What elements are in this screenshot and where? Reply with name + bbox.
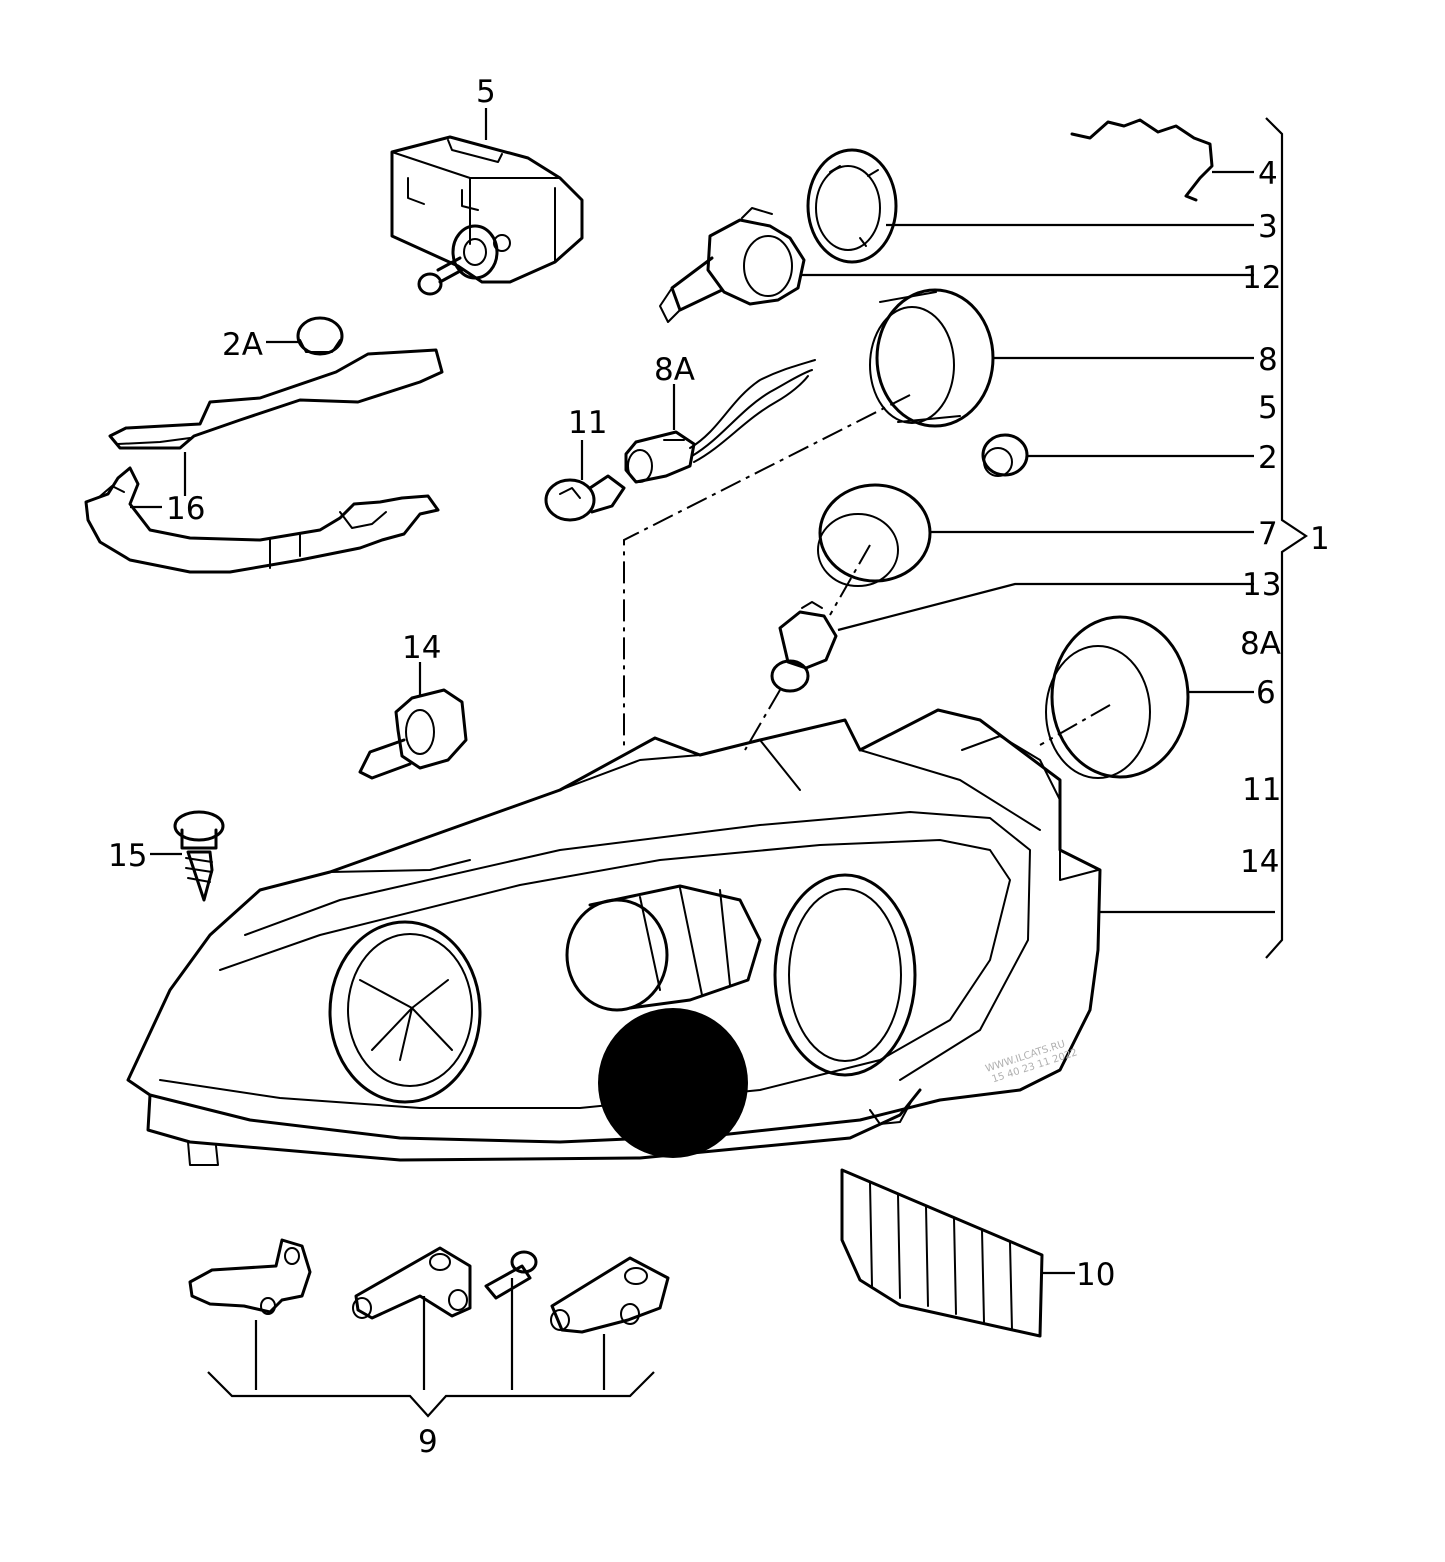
label-10: 10 [1076, 1257, 1115, 1293]
label-5-list: 5 [1258, 390, 1278, 426]
cap-part-2 [981, 433, 1029, 477]
label-14: 14 [402, 630, 441, 666]
bulb-part-13 [770, 601, 838, 693]
wiring-part-8a [624, 359, 816, 484]
label-8: 8 [1258, 342, 1278, 378]
label-15: 15 [108, 838, 147, 874]
plug-part-2a [296, 316, 344, 356]
headlight-housing-part-1 [126, 708, 1102, 1166]
label-14-list: 14 [1240, 844, 1279, 880]
label-9: 9 [418, 1424, 438, 1460]
label-16: 16 [166, 491, 205, 527]
bulb-part-14 [358, 688, 468, 780]
label-2: 2 [1258, 440, 1278, 476]
label-13: 13 [1242, 567, 1281, 603]
bulb-part-11 [544, 474, 626, 522]
label-12: 12 [1242, 260, 1281, 296]
bracket-set-part-9 [188, 1238, 670, 1334]
range-motor-part-5 [390, 135, 584, 296]
bracket-part-16 [84, 348, 444, 574]
cap-part-8 [869, 288, 995, 428]
watermark: WWW.ILCATS.RU 15 40 23 11 2022 [984, 1039, 1079, 1086]
label-11: 11 [568, 405, 607, 441]
screw-part-15 [173, 810, 225, 902]
label-1: 1 [1310, 521, 1330, 557]
label-5-top: 5 [476, 74, 496, 110]
label-6: 6 [1256, 675, 1276, 711]
h7-bulb-part-12 [659, 207, 806, 323]
label-2a: 2A [222, 327, 263, 363]
label-4: 4 [1258, 156, 1278, 192]
label-11-list: 11 [1242, 772, 1281, 808]
label-8a: 8A [654, 352, 695, 388]
cap-part-7 [817, 483, 932, 587]
label-7: 7 [1258, 516, 1278, 552]
label-8a-list: 8A [1240, 626, 1281, 662]
cap-part-6 [1045, 615, 1190, 779]
redaction-dot [598, 1008, 748, 1158]
spring-clip-part-4 [1070, 118, 1214, 202]
lens-part-10 [840, 1168, 1044, 1338]
retaining-ring-part-3 [806, 148, 898, 264]
label-3: 3 [1258, 209, 1278, 245]
